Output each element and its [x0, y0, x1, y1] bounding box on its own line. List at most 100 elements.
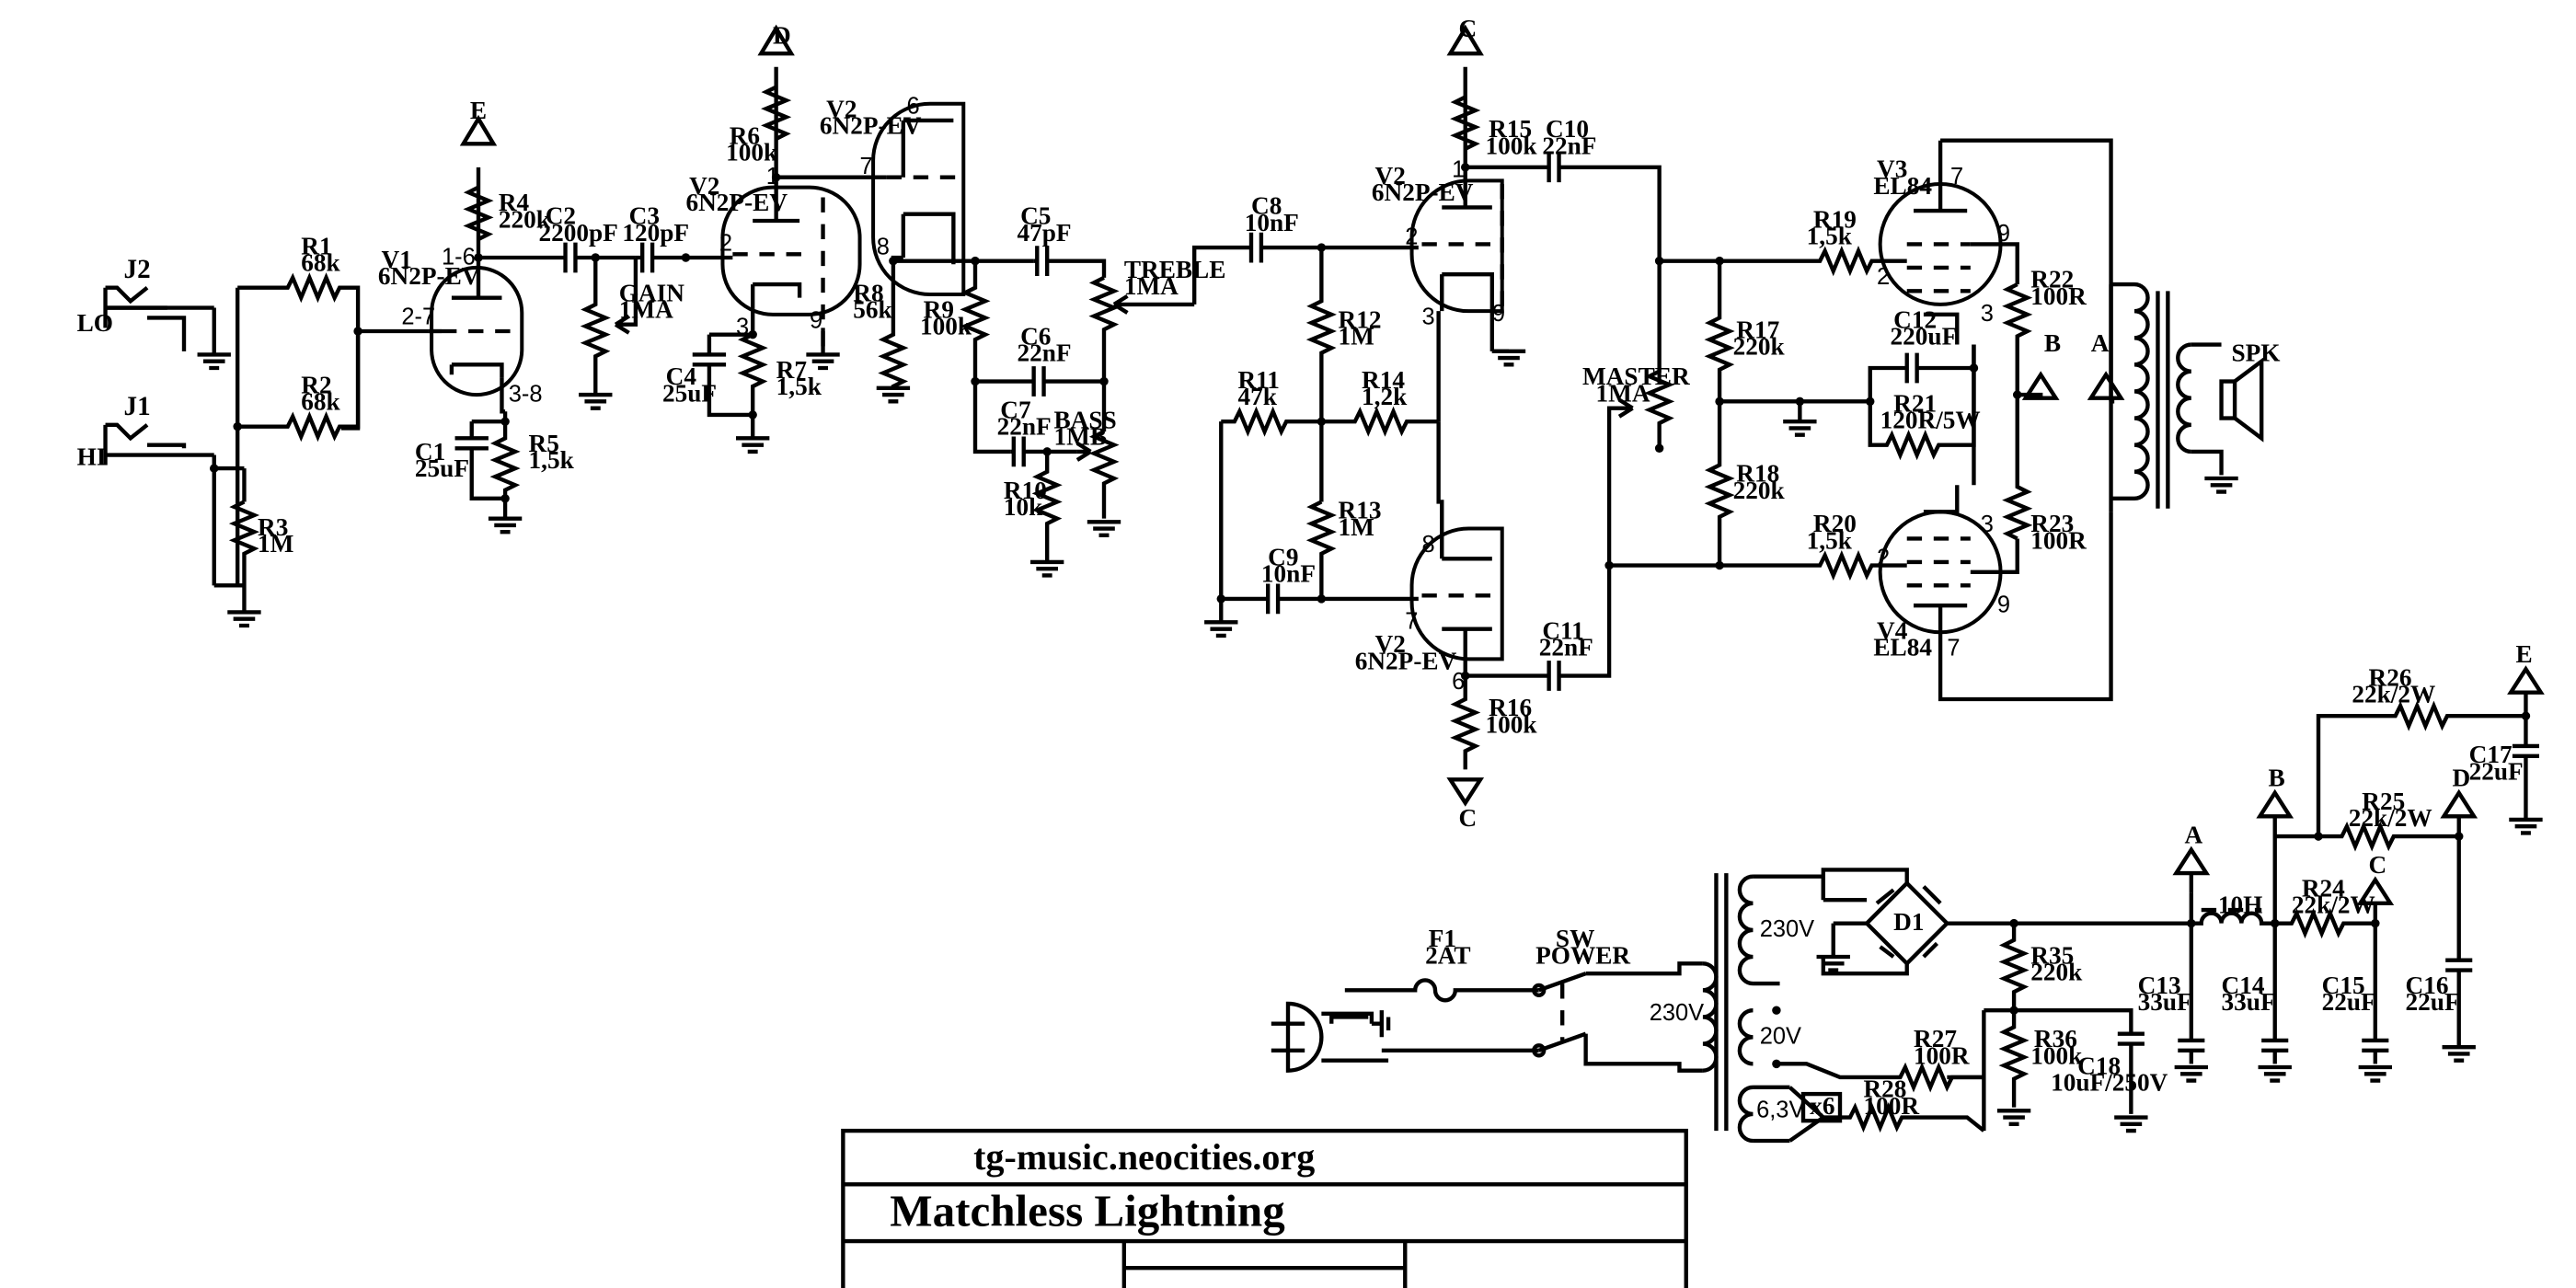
r23-label: R23 [2030, 510, 2074, 537]
rail-d-label: D [773, 21, 791, 49]
v2c-pin-1: 1 [1452, 157, 1465, 183]
v2a-pin-9: 9 [810, 307, 822, 333]
v3-pin-2: 2 [1877, 264, 1890, 290]
rail-c-top-label: C [1458, 15, 1477, 42]
v1-type: 6N2P-EV [378, 262, 480, 290]
v2d-pin-7: 7 [1405, 609, 1418, 635]
c13-label: C13 [2138, 972, 2181, 999]
r9-label: R9 [924, 295, 954, 323]
r27-label: R27 [1914, 1025, 1957, 1052]
c15-value: 22uF [2322, 988, 2376, 1016]
rail-e-label: E [470, 97, 487, 124]
r10-label: R10 [1004, 477, 1047, 504]
c5-label: C5 [1020, 202, 1051, 230]
labels: J2 LO J1 HI R1 68k R2 68k R3 1M V1 6N2P-… [77, 15, 2533, 1123]
v2d-pin-6: 6 [1452, 669, 1465, 695]
r13-value: 1M [1339, 513, 1374, 541]
c3-label: C3 [629, 202, 660, 230]
tube-v2c [1409, 29, 1662, 422]
tube-v1 [428, 119, 552, 532]
f1-label: F1 [1429, 925, 1456, 952]
c12-value: 220uF [1891, 323, 1958, 351]
c3-value: 120pF [622, 219, 689, 247]
v4-label: V4 [1877, 617, 1908, 645]
r8-label: R8 [853, 279, 883, 306]
r15-value: 100k [1486, 132, 1538, 159]
v1-pin-2-7: 2-7 [401, 305, 435, 330]
sec-230v-label: 230V [1760, 916, 1814, 942]
v2c-type: 6N2P-EV [1372, 178, 1474, 206]
r36-value: 100k [2030, 1041, 2083, 1069]
r8-value: 56k [853, 295, 892, 323]
c11-label: C11 [1542, 617, 1583, 645]
r10-value: 10k [1004, 493, 1043, 521]
r2-label: R2 [301, 371, 331, 398]
output-network [1866, 282, 2264, 541]
pri-230v-label: 230V [1650, 1000, 1704, 1026]
master-value: 1MA [1596, 379, 1650, 407]
c14-value: 33uF [2222, 988, 2276, 1016]
rail-b-label: B [2268, 765, 2284, 792]
r15-label: R15 [1489, 115, 1532, 143]
j1-label: J1 [124, 392, 151, 421]
r7-label: R7 [776, 356, 807, 384]
node-a-label: A [2091, 329, 2110, 357]
r18-label: R18 [1736, 460, 1779, 488]
r4-value: 220k [499, 205, 551, 233]
phase-inverter [1604, 246, 1907, 581]
treble-value: 1MA [1124, 272, 1179, 300]
r26-value: 22k/2W [2352, 681, 2435, 708]
r35-label: R35 [2030, 941, 2074, 969]
r35-value: 220k [2030, 958, 2083, 985]
master-label: MASTER [1582, 362, 1690, 390]
v2d-type: 6N2P-EV [1355, 647, 1457, 674]
c14-label: C14 [2222, 972, 2265, 999]
v2b-label: V2 [826, 95, 857, 122]
r3-label: R3 [258, 513, 288, 541]
tone-stack [960, 246, 1195, 575]
v2d-label: V2 [1375, 630, 1406, 658]
r22-label: R22 [2030, 266, 2074, 293]
r12-label: R12 [1339, 305, 1382, 333]
v1-pin-1-6: 1-6 [442, 244, 476, 270]
c10-value: 22nF [1542, 132, 1596, 159]
r1-value: 68k [301, 249, 340, 277]
v4-pin-7: 7 [1947, 636, 1960, 661]
tube-v4 [1878, 485, 2113, 702]
r6-label: R6 [730, 121, 760, 149]
c17-value: 22uF [2469, 757, 2524, 785]
v2b-pin-7: 7 [860, 154, 873, 179]
r20-label: R20 [1813, 510, 1857, 537]
r36-label: R36 [2034, 1025, 2077, 1052]
c1-value: 25uF [415, 454, 469, 482]
lo-label: LO [77, 309, 113, 337]
r2-value: 68k [301, 387, 340, 415]
c6-value: 22nF [1017, 339, 1071, 367]
r19-value: 1,5k [1807, 222, 1853, 249]
c13-value: 33uF [2138, 988, 2192, 1016]
r26-label: R26 [2369, 663, 2412, 691]
r17-label: R17 [1736, 316, 1779, 343]
v3-type: EL84 [1873, 172, 1932, 200]
c16-label: C16 [2406, 972, 2449, 999]
v1-pin-3-8: 3-8 [509, 381, 543, 407]
r24-label: R24 [2302, 875, 2345, 903]
v2a-type: 6N2P-EV [685, 189, 788, 216]
v2d-pin-8: 8 [1421, 532, 1434, 558]
tube-v2a [685, 29, 887, 452]
r21-label: R21 [1893, 389, 1937, 417]
c6-label: C6 [1020, 323, 1051, 351]
r12-value: 1M [1339, 323, 1374, 351]
r28-value: 100R [1863, 1092, 1919, 1120]
v3-pin-3: 3 [1981, 301, 1994, 327]
v2a-label: V2 [689, 172, 719, 200]
v2b-pin-6: 6 [906, 94, 919, 120]
r11-value: 47k [1237, 383, 1277, 410]
r14-value: 1,2k [1362, 383, 1408, 410]
c5-value: 47pF [1017, 219, 1071, 247]
c4-label: C4 [666, 362, 697, 390]
r18-value: 220k [1733, 477, 1786, 504]
v2c-pin-3: 3 [1421, 305, 1434, 330]
gain-section [552, 242, 691, 408]
